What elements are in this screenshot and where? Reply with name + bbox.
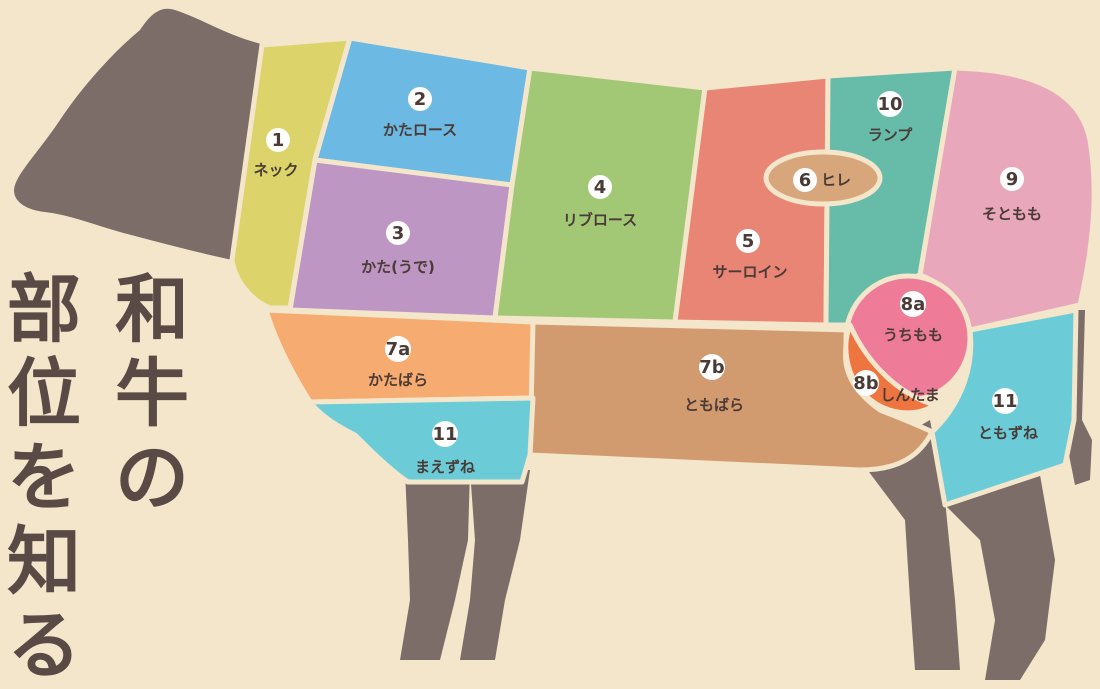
cut-name: かたばら bbox=[368, 371, 428, 389]
title-line-2: 部位を知る bbox=[4, 267, 94, 689]
cut-name: まえずね bbox=[415, 458, 475, 476]
cut-number: 8b bbox=[853, 373, 879, 394]
cow-tail bbox=[1068, 310, 1092, 485]
title-line-2-text: 部位を知る bbox=[7, 267, 81, 689]
cut-name: そともも bbox=[982, 205, 1042, 223]
cow-head bbox=[14, 8, 265, 260]
cut-number: 7b bbox=[699, 357, 725, 378]
cut-name: サーロイン bbox=[712, 263, 787, 281]
cut-number-badge bbox=[877, 91, 903, 117]
cut-label-5: 5 サーロイン bbox=[712, 229, 788, 281]
cut-number-badge bbox=[588, 175, 612, 199]
cut-label-11b: 11 ともずね bbox=[978, 388, 1038, 442]
cut-name: ランプ bbox=[868, 126, 914, 144]
cut-region-maezune[interactable] bbox=[307, 395, 536, 485]
cut-number-badge bbox=[1000, 167, 1024, 191]
cut-number-badge bbox=[266, 128, 290, 152]
cut-label-10: 10 ランプ bbox=[868, 91, 914, 144]
cut-number-badge bbox=[386, 221, 410, 245]
cut-label-7a: 7a かたばら bbox=[368, 336, 428, 389]
cut-name: ヒレ bbox=[821, 171, 851, 189]
cut-number: 8a bbox=[901, 294, 926, 315]
cut-number-badge bbox=[992, 388, 1018, 414]
cut-label-3: 3 かた(うで) bbox=[361, 221, 435, 276]
title-line-1: 和牛の bbox=[112, 267, 202, 521]
cut-number-badge bbox=[432, 421, 458, 447]
cut-number-badge bbox=[793, 168, 817, 192]
cut-number-badge bbox=[900, 291, 926, 317]
cut-number: 2 bbox=[414, 89, 427, 110]
cut-region-hire[interactable] bbox=[763, 149, 883, 207]
cut-label-9: 9 そともも bbox=[982, 167, 1042, 223]
cut-labels: 1 ネック 2 かたロース 3 かた(うで) 4 リブロース 5 サーロイン 6 ヒレ 7a かたばら 7b… bbox=[253, 87, 1042, 476]
cut-label-11a: 11 まえずね bbox=[415, 421, 475, 476]
cut-name: ネック bbox=[253, 161, 298, 179]
cut-name: うちもも bbox=[883, 326, 943, 344]
cut-name: しんたま bbox=[880, 386, 940, 404]
cut-number-badge bbox=[385, 336, 411, 362]
cow-hind-leg-left bbox=[860, 420, 960, 670]
cut-number: 11 bbox=[432, 424, 457, 445]
cut-label-2: 2 かたロース bbox=[383, 87, 457, 139]
title-line-1-text: 和牛の bbox=[115, 267, 189, 521]
cut-number: 6 bbox=[799, 170, 812, 191]
cut-number-badge bbox=[408, 87, 432, 111]
cut-label-4: 4 リブロース bbox=[563, 175, 637, 229]
cut-number-badge bbox=[736, 229, 760, 253]
cut-number: 7a bbox=[386, 339, 411, 360]
cut-number: 9 bbox=[1006, 169, 1019, 190]
cut-name: ともずね bbox=[978, 424, 1038, 442]
cut-name: リブロース bbox=[563, 211, 637, 229]
cut-number-badge bbox=[699, 354, 725, 380]
cut-label-1: 1 ネック bbox=[253, 128, 299, 179]
cut-number-badge bbox=[853, 370, 879, 396]
cut-number: 1 bbox=[272, 130, 285, 151]
cut-name: かたロース bbox=[383, 121, 457, 139]
cut-number: 3 bbox=[392, 223, 405, 244]
cut-number: 5 bbox=[742, 231, 755, 252]
cut-label-8a: 8a うちもも bbox=[883, 291, 943, 344]
cut-name: ともばら bbox=[684, 396, 744, 414]
cow-silhouette bbox=[14, 8, 1092, 680]
cut-label-6: 6 ヒレ bbox=[793, 168, 851, 192]
cow-front-leg-right bbox=[460, 470, 530, 660]
cut-number: 4 bbox=[594, 177, 607, 198]
cut-number: 11 bbox=[992, 391, 1017, 412]
cow-front-leg-left bbox=[400, 470, 470, 660]
cut-label-7b: 7b ともばら bbox=[684, 354, 744, 414]
cut-name: かた(うで) bbox=[361, 258, 435, 276]
cut-number: 10 bbox=[877, 94, 902, 115]
cow-hind-leg-right bbox=[945, 475, 1055, 680]
